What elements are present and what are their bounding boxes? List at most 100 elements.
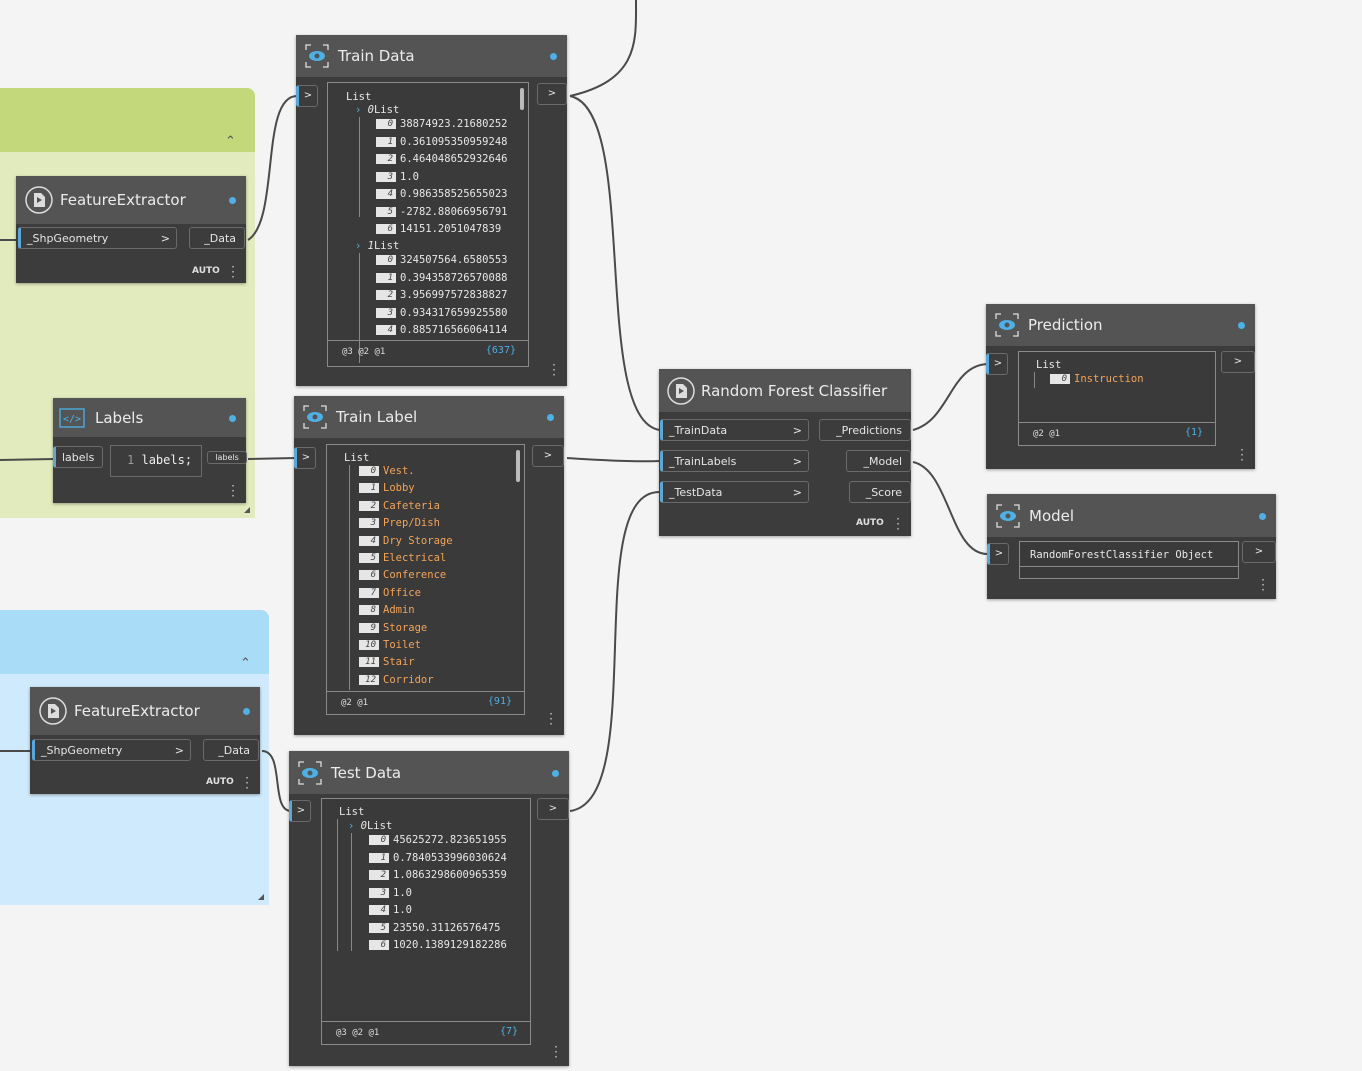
sublist-0[interactable]: › 0List (348, 819, 392, 833)
item-index: 1 (376, 136, 396, 147)
input-port-trainlabels[interactable]: _TrainLabels> (660, 450, 809, 472)
input-port[interactable]: > (987, 543, 1009, 565)
output-port[interactable]: > (1242, 541, 1276, 563)
wire-labels-to-train-label (247, 457, 297, 460)
node-menu-icon[interactable]: ··· (554, 1040, 558, 1064)
input-port[interactable]: > (294, 447, 316, 469)
collapse-icon[interactable]: ⌃ (225, 134, 236, 149)
node-menu-icon[interactable]: ··· (549, 707, 553, 731)
code-editor[interactable]: 1 labels; (110, 445, 202, 477)
node-header[interactable]: Random Forest Classifier (659, 369, 911, 412)
node-header[interactable]: FeatureExtractor (30, 687, 260, 735)
output-port-data[interactable]: _Data (203, 739, 259, 761)
output-port-data[interactable]: _Data (189, 227, 245, 249)
lacing-label[interactable]: AUTO (856, 518, 884, 528)
item-value: Stair (383, 656, 415, 669)
node-header[interactable]: Train Label (294, 396, 564, 438)
output-port-predictions[interactable]: _Predictions (819, 419, 911, 441)
input-port-shpgeometry[interactable]: _ShpGeometry> (32, 739, 191, 761)
expand-icon[interactable]: › (355, 240, 362, 252)
node-menu-icon[interactable]: ··· (231, 479, 235, 503)
port-label: _ShpGeometry (41, 744, 123, 757)
collapse-icon[interactable]: ⌃ (240, 656, 251, 671)
item-value: Electrical (383, 552, 447, 564)
output-port[interactable]: > (1221, 351, 1255, 373)
item-index: 6 (376, 224, 396, 234)
input-port-shpgeometry[interactable]: _ShpGeometry> (18, 227, 177, 249)
lacing-label[interactable]: AUTO (206, 777, 234, 787)
labels-code-block-node[interactable]: </> Labels labels 1 labels; labels ··· (53, 398, 247, 503)
input-port[interactable]: > (986, 353, 1008, 375)
item-index: 0 (1050, 374, 1070, 384)
item-value: Prep/Dish (383, 517, 440, 530)
input-port[interactable]: > (296, 85, 318, 107)
output-port[interactable]: > (537, 83, 567, 105)
item-value: Instruction (1074, 373, 1144, 385)
python-script-icon (25, 186, 53, 214)
node-menu-icon[interactable]: ··· (552, 358, 556, 382)
code-block-icon: </> (59, 407, 85, 428)
status-dot (547, 414, 554, 421)
node-title: FeatureExtractor (60, 191, 186, 209)
output-port-labels[interactable]: labels (207, 451, 247, 464)
lacing-label[interactable]: AUTO (192, 266, 220, 276)
value-preview[interactable]: RandomForestClassifier Object (1019, 541, 1239, 579)
node-header[interactable]: Prediction (986, 304, 1255, 346)
node-menu-icon[interactable]: ··· (1240, 443, 1244, 467)
input-port[interactable]: > (289, 800, 311, 822)
random-forest-classifier-node[interactable]: Random Forest Classifier _TrainData> _Tr… (659, 369, 911, 536)
model-node[interactable]: Model > > RandomForestClassifier Object … (987, 494, 1276, 599)
output-port[interactable]: > (537, 798, 569, 820)
scrollbar[interactable] (520, 88, 524, 110)
preview-footer: @2 @1 {91} (327, 691, 524, 714)
wire-train-data-top (569, 0, 638, 97)
feature-extractor-node[interactable]: FeatureExtractor _ShpGeometry> _Data AUT… (16, 176, 246, 283)
item-value: 0.394358726570088 (400, 271, 514, 284)
item-index: 0 (369, 835, 389, 845)
watch-eye-icon (305, 44, 329, 68)
node-menu-icon[interactable]: ··· (1261, 573, 1265, 597)
item-value: Dry Storage (383, 534, 453, 547)
item-value: Cafeteria (383, 499, 440, 512)
output-port-score[interactable]: _Score (849, 481, 911, 503)
input-port-traindata[interactable]: _TrainData> (660, 419, 809, 441)
node-header[interactable]: </> Labels (53, 398, 246, 437)
node-header[interactable]: FeatureExtractor (16, 176, 246, 224)
input-port-testdata[interactable]: _TestData> (660, 481, 809, 503)
input-port-labels[interactable]: labels (53, 446, 103, 468)
expand-icon[interactable]: › (355, 104, 362, 116)
node-header[interactable]: Model (987, 494, 1276, 537)
node-header[interactable]: Test Data (289, 751, 569, 794)
node-header[interactable]: Train Data (296, 35, 567, 77)
node-menu-icon[interactable]: ··· (231, 260, 235, 284)
scrollbar[interactable] (516, 450, 520, 482)
resize-handle[interactable] (244, 507, 250, 513)
item-value: 45625272.823651955 (393, 834, 507, 846)
feature-extractor-node[interactable]: FeatureExtractor _ShpGeometry> _Data AUT… (30, 687, 260, 794)
output-port[interactable]: > (532, 445, 564, 467)
sublist-1[interactable]: › 1List (355, 239, 399, 253)
output-port-model[interactable]: _Model (846, 450, 911, 472)
expand-icon[interactable]: › (348, 820, 355, 832)
node-menu-icon[interactable]: ··· (245, 771, 249, 795)
node-menu-icon[interactable]: ··· (896, 512, 900, 536)
resize-handle[interactable] (258, 894, 264, 900)
wire-test-data-to-rfc (569, 490, 661, 812)
sublist-0[interactable]: › 0List (355, 103, 399, 117)
watch-eye-icon (995, 313, 1019, 337)
